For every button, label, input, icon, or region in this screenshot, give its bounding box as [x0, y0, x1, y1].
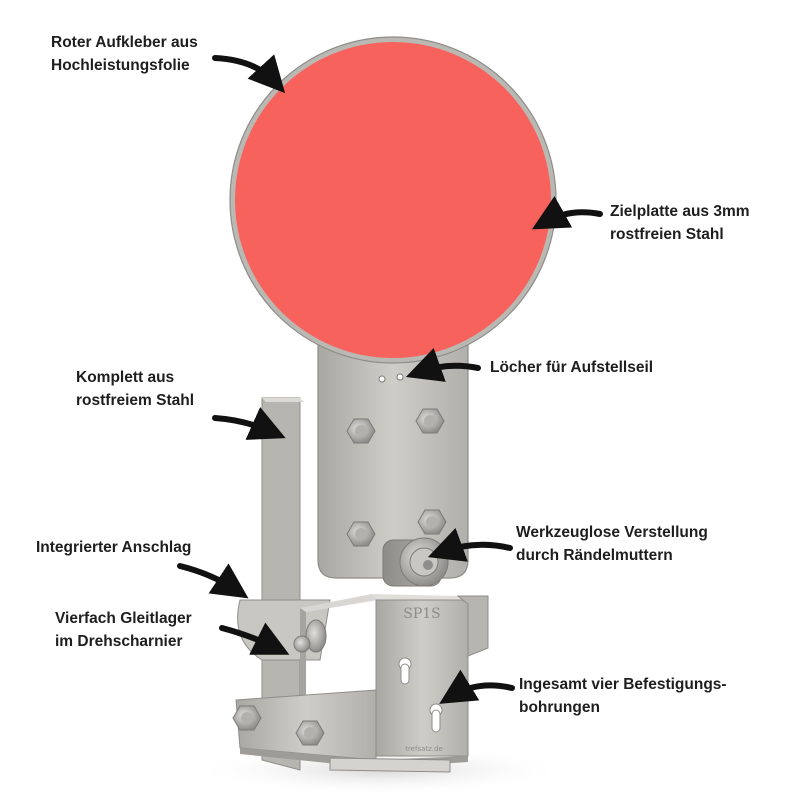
arrow-loecher [405, 347, 481, 382]
label-komplett-line2: rostfreiem Stahl [76, 392, 195, 409]
arrow-komplett [212, 407, 286, 440]
rope-hole-right [396, 373, 404, 381]
label-zielplatte-line1: Zielplatte aus 3mm [610, 203, 750, 220]
label-roter-aufkleber-line1: Roter Aufkleber aus [51, 34, 198, 51]
rope-hole-left [378, 375, 386, 383]
label-verstellung-line2: durch Rändelmuttern [516, 547, 673, 564]
hinge-wing-nut [293, 619, 327, 653]
arrow-roter-aufkleber [212, 54, 286, 94]
red-sticker [235, 42, 551, 358]
label-komplett-line1: Komplett aus [76, 369, 175, 386]
label-bohrungen-line2: bohrungen [519, 699, 600, 716]
label-anschlag-line1: Integrierter Anschlag [36, 539, 192, 556]
arrow-zielplatte [531, 196, 603, 230]
knurled-nut [382, 537, 449, 587]
base-bolts [232, 705, 325, 746]
arrow-bohrungen [439, 669, 515, 704]
label-zielplatte-line2: rostfreien Stahl [610, 226, 724, 243]
label-gleitlager-line2: im Drehscharnier [55, 633, 183, 650]
label-komplett: Komplett aus rostfreiem Stahl [76, 366, 194, 412]
label-gleitlager: Vierfach Gleitlager im Drehscharnier [55, 607, 192, 653]
label-gleitlager-line1: Vierfach Gleitlager [55, 610, 192, 627]
keyhole-slot-lower [429, 703, 443, 733]
arrow-verstellung [427, 527, 513, 562]
label-loecher-line1: Löcher für Aufstellseil [490, 359, 654, 376]
label-roter-aufkleber-line2: Hochleistungsfolie [51, 57, 190, 74]
maker-engraving: trefsatz.de [405, 745, 443, 753]
label-bohrungen-line1: Ingesamt vier Befestigungs- [519, 676, 727, 693]
keyhole-slot-upper [398, 657, 412, 685]
model-engraving: SP1S [403, 606, 441, 622]
label-loecher: Löcher für Aufstellseil [490, 356, 653, 379]
label-anschlag: Integrierter Anschlag [36, 536, 191, 559]
callout-arrows [177, 54, 603, 704]
label-bohrungen: Ingesamt vier Befestigungs- bohrungen [519, 673, 727, 719]
arrow-gleitlager [219, 622, 290, 655]
label-zielplatte: Zielplatte aus 3mm rostfreien Stahl [610, 200, 750, 246]
arrow-anschlag [177, 563, 249, 599]
label-verstellung: Werkzeuglose Verstellung durch Rändelmut… [516, 521, 708, 567]
label-roter-aufkleber: Roter Aufkleber aus Hochleistungsfolie [51, 31, 198, 77]
label-verstellung-line1: Werkzeuglose Verstellung [516, 524, 708, 541]
